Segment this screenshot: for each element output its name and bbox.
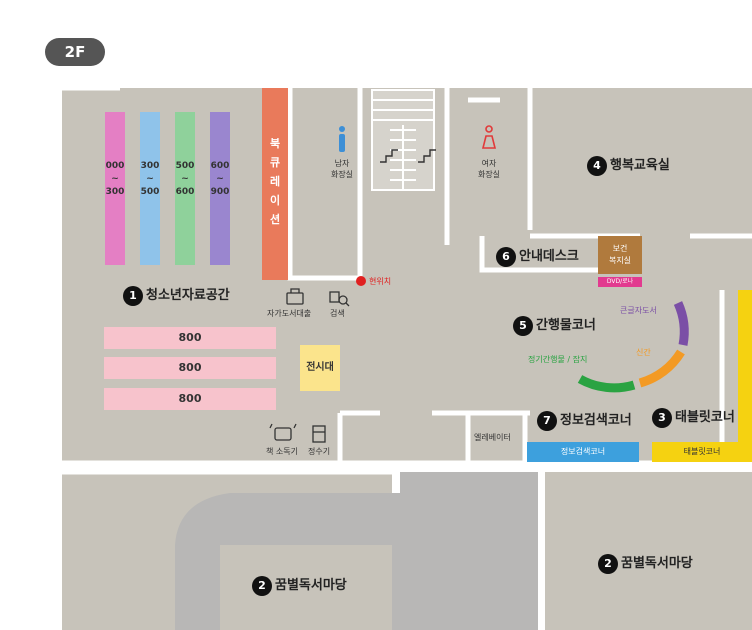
floor-badge: 2F: [45, 38, 105, 66]
current-location-icon: [356, 276, 366, 286]
curation-glyph: 레: [269, 175, 281, 188]
zone-name: 태블릿코너: [675, 410, 735, 425]
tablet-bar-vertical: [738, 290, 752, 442]
zone-number: 3: [652, 407, 672, 428]
male-restroom-icon: [339, 126, 345, 152]
arc-orange: [638, 349, 685, 388]
shelf-000-300: [105, 112, 125, 265]
info-search-bar[interactable]: 정보검색코너: [527, 442, 639, 462]
shelf-sep: ~: [111, 174, 119, 184]
row-shelf-2[interactable]: 800: [104, 357, 276, 379]
shelf-sep: ~: [146, 174, 154, 184]
shelf-end: 300: [105, 187, 125, 197]
curation-glyph: 션: [269, 213, 281, 226]
water-purifier-icon: [312, 425, 326, 443]
current-location-label: 현위치: [369, 277, 392, 286]
walls: [62, 85, 752, 475]
display-stand[interactable]: 전시대: [300, 345, 340, 391]
arc-label-large-print: 큰글자도서: [620, 306, 657, 315]
shelf-end: 900: [210, 187, 230, 197]
curation-glyph: 북: [269, 137, 281, 150]
sterilizer-label: 책 소독기: [266, 447, 298, 456]
shelf-sep: ~: [216, 174, 224, 184]
elevator-label[interactable]: 엘레베이터: [474, 433, 511, 442]
shelf-end: 500: [140, 187, 160, 197]
reading-yard-left: [220, 545, 392, 630]
zone-number: 6: [496, 246, 516, 267]
zone-name: 꿈별독서마당: [275, 578, 347, 593]
zone-name: 청소년자료공간: [146, 288, 230, 303]
row-shelf-1[interactable]: 800: [104, 327, 276, 349]
shelf-label-1[interactable]: 000 ~ 300: [102, 112, 128, 265]
sterilizer-icon: [269, 423, 297, 441]
restroom-female-label: 여자 화장실: [477, 159, 501, 179]
female-restroom-icon: [481, 125, 497, 149]
shelf-end: 600: [175, 187, 195, 197]
health-room[interactable]: 보건 복지실: [598, 236, 642, 274]
zone-number: 5: [513, 315, 533, 336]
zone-number: 4: [587, 155, 607, 176]
floor-bottom-right: [545, 472, 752, 630]
search-kiosk-label: 검색: [330, 309, 345, 318]
shelf-600-900: [210, 112, 230, 265]
arc-purple: [673, 301, 689, 346]
search-icon: [329, 291, 350, 307]
arc-label-new: 신간: [636, 348, 651, 357]
dvd-tag: DVD/로나: [598, 277, 642, 287]
zone-name: 꿈별독서마당: [621, 556, 693, 571]
shelf-label-4[interactable]: 600 ~ 900: [207, 112, 233, 265]
stair-icon: [380, 149, 436, 163]
tablet-bar[interactable]: 태블릿코너: [652, 442, 752, 462]
shelf-500-600: [175, 112, 195, 265]
self-checkout-icon: [286, 288, 304, 305]
shelf-start: 600: [210, 161, 230, 171]
zone-name: 정보검색코너: [560, 413, 632, 428]
zone-number: 2: [598, 553, 618, 574]
zone-name: 안내데스크: [519, 249, 579, 264]
zone-number: 2: [252, 575, 272, 596]
arc-label-periodicals: 정기간행물 / 잡지: [528, 355, 588, 364]
zone-number: 1: [123, 285, 143, 306]
shelf-label-2[interactable]: 300 ~ 500: [137, 112, 163, 265]
shelf-300-500: [140, 112, 160, 265]
row-shelf-3[interactable]: 800: [104, 388, 276, 410]
stairwell: [371, 89, 435, 191]
shelf-sep: ~: [181, 174, 189, 184]
self-checkout-label: 자가도서대출: [267, 309, 312, 318]
restroom-male-label: 남자 화장실: [330, 159, 354, 179]
water-purifier-label: 정수기: [308, 447, 331, 456]
curation-glyph: 이: [269, 194, 281, 207]
shelf-start: 500: [175, 161, 195, 171]
zone-name: 행복교육실: [610, 158, 670, 173]
zone-name: 간행물코너: [536, 318, 596, 333]
arc-green: [577, 375, 636, 393]
shelf-start: 300: [140, 161, 160, 171]
zone-number: 7: [537, 410, 557, 431]
shelf-label-3[interactable]: 500 ~ 600: [172, 112, 198, 265]
shelf-start: 000: [105, 161, 125, 171]
curation-glyph: 큐: [269, 156, 281, 169]
